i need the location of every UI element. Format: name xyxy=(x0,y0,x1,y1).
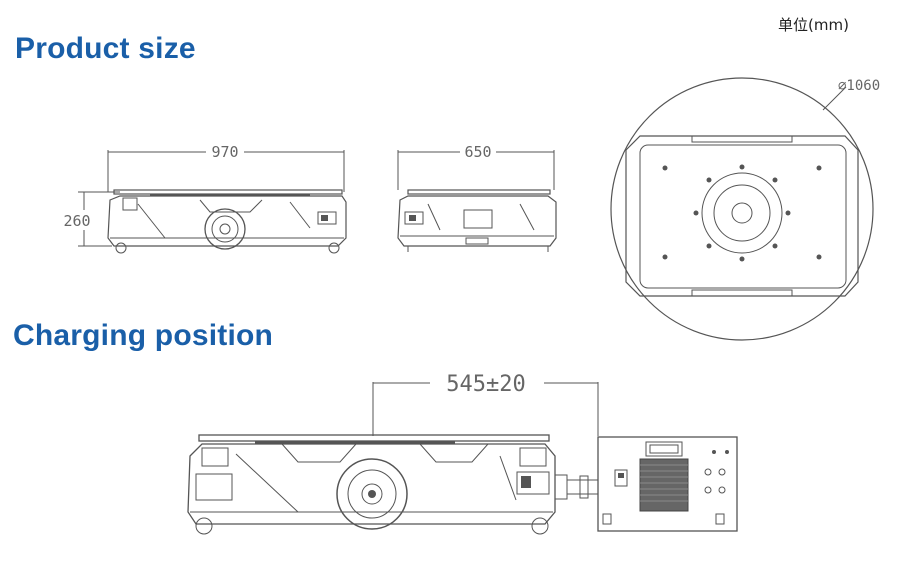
front-view: 650 xyxy=(397,143,557,252)
charging-view: 545±20 xyxy=(187,372,738,535)
dimension-length: 970 xyxy=(211,143,238,161)
charging-position-heading: Charging position xyxy=(13,319,274,352)
unit-label: 单位(mm) xyxy=(778,16,849,34)
dimension-charging-distance: 545±20 xyxy=(446,372,525,397)
dimension-height: 260 xyxy=(63,212,90,230)
top-view: ∅1060 xyxy=(610,77,880,341)
dimension-width: 650 xyxy=(464,143,491,161)
side-view: 970 260 xyxy=(63,143,347,254)
dimension-diameter: ∅1060 xyxy=(838,78,880,94)
product-size-heading: Product size xyxy=(15,32,196,65)
